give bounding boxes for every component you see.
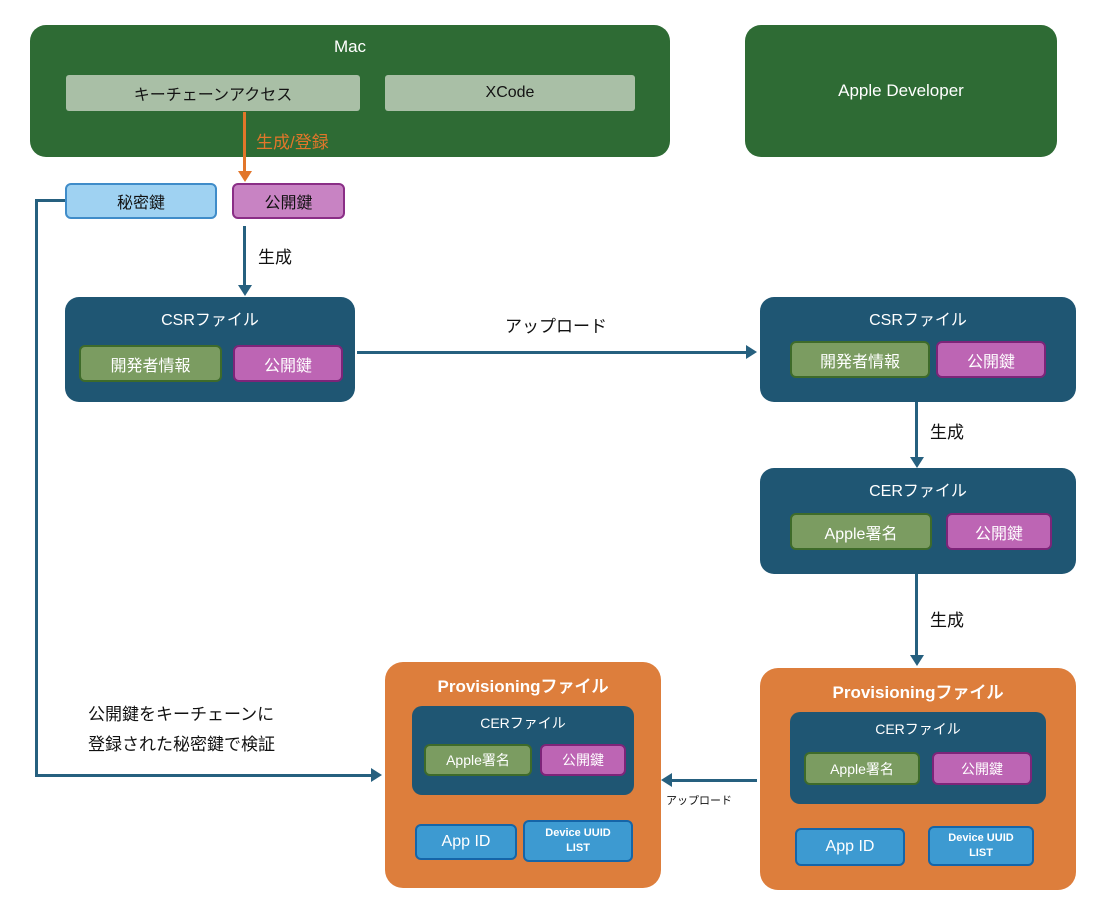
arrow-generate-prov-head xyxy=(910,655,924,666)
cer-nested-middle-title: CERファイル xyxy=(480,715,566,731)
arrow-generate-register-head xyxy=(238,171,252,182)
verify-path-bottom-segment xyxy=(35,774,373,777)
developer-info-box-right: 開発者情報 xyxy=(790,341,930,378)
app-id-box-middle: App ID xyxy=(415,824,517,860)
arrow-upload-prov-head xyxy=(661,773,672,787)
developer-info-box-left: 開発者情報 xyxy=(79,345,222,382)
label-generate-prov: 生成 xyxy=(930,611,964,630)
apple-developer-container: Apple Developer xyxy=(745,25,1057,157)
csr-right-title: CSRファイル xyxy=(869,312,967,329)
apple-signature-box-nested-middle: Apple署名 xyxy=(424,744,532,776)
device-uuid-box-middle: Device UUID LIST xyxy=(523,820,633,862)
arrow-generate-cer-line xyxy=(915,402,918,458)
label-generate-register: 生成/登録 xyxy=(256,133,329,152)
label-verify-line1: 公開鍵をキーチェーンに xyxy=(88,705,275,724)
provisioning-right-title: Provisioningファイル xyxy=(832,683,1004,702)
device-uuid-box-right: Device UUID LIST xyxy=(928,826,1034,866)
device-uuid-line2-middle: LIST xyxy=(566,842,590,854)
verify-path-arrow-head xyxy=(371,768,382,782)
apple-signature-box-right: Apple署名 xyxy=(790,513,932,550)
arrow-upload-csr-head xyxy=(746,345,757,359)
csr-file-right: CSRファイル 開発者情報 公開鍵 xyxy=(760,297,1076,402)
apple-signature-box-nested-right: Apple署名 xyxy=(804,752,920,785)
cer-right-title: CERファイル xyxy=(869,483,967,500)
app-id-box-right: App ID xyxy=(795,828,905,866)
provisioning-file-right: Provisioningファイル CERファイル Apple署名 公開鍵 App… xyxy=(760,668,1076,890)
csr-file-left: CSRファイル 開発者情報 公開鍵 xyxy=(65,297,355,402)
private-key-box: 秘密鍵 xyxy=(65,183,217,219)
label-generate-csr: 生成 xyxy=(258,248,292,267)
cer-nested-right-title: CERファイル xyxy=(875,721,961,737)
public-key-box-top: 公開鍵 xyxy=(232,183,345,219)
arrow-upload-csr-line xyxy=(357,351,747,354)
public-key-box-nested-right: 公開鍵 xyxy=(932,752,1032,785)
apple-developer-title: Apple Developer xyxy=(838,81,964,100)
device-uuid-line2: LIST xyxy=(969,847,993,859)
verify-path-vertical-segment xyxy=(35,199,38,777)
verify-path-top-segment xyxy=(35,199,65,202)
keychain-access-box: キーチェーンアクセス xyxy=(66,75,360,111)
public-key-box-nested-middle: 公開鍵 xyxy=(540,744,626,776)
arrow-generate-register-line xyxy=(243,112,246,172)
provisioning-file-middle: Provisioningファイル CERファイル Apple署名 公開鍵 App… xyxy=(385,662,661,888)
label-verify-line2: 登録された秘密鍵で検証 xyxy=(88,735,275,754)
mac-title: Mac xyxy=(333,37,367,56)
mac-container: Mac キーチェーンアクセス XCode xyxy=(30,25,670,157)
label-upload-prov: アップロード xyxy=(666,795,732,807)
csr-left-title: CSRファイル xyxy=(161,312,259,329)
arrow-generate-csr-line xyxy=(243,226,246,286)
cer-file-nested-middle: CERファイル Apple署名 公開鍵 xyxy=(412,706,634,795)
public-key-box-csr-left: 公開鍵 xyxy=(233,345,343,382)
provisioning-middle-title: Provisioningファイル xyxy=(437,677,609,696)
device-uuid-line1-middle: Device UUID xyxy=(545,827,611,840)
arrow-generate-csr-head xyxy=(238,285,252,296)
cer-file-nested-right: CERファイル Apple署名 公開鍵 xyxy=(790,712,1046,804)
device-uuid-line1: Device UUID xyxy=(948,832,1014,845)
arrow-generate-prov-line xyxy=(915,574,918,656)
public-key-box-cer-right: 公開鍵 xyxy=(946,513,1052,550)
arrow-upload-prov-line xyxy=(672,779,757,782)
public-key-box-csr-right: 公開鍵 xyxy=(936,341,1046,378)
arrow-generate-cer-head xyxy=(910,457,924,468)
xcode-box: XCode xyxy=(385,75,635,111)
label-generate-cer: 生成 xyxy=(930,423,964,442)
label-upload-csr: アップロード xyxy=(505,317,607,336)
cer-file-right: CERファイル Apple署名 公開鍵 xyxy=(760,468,1076,574)
